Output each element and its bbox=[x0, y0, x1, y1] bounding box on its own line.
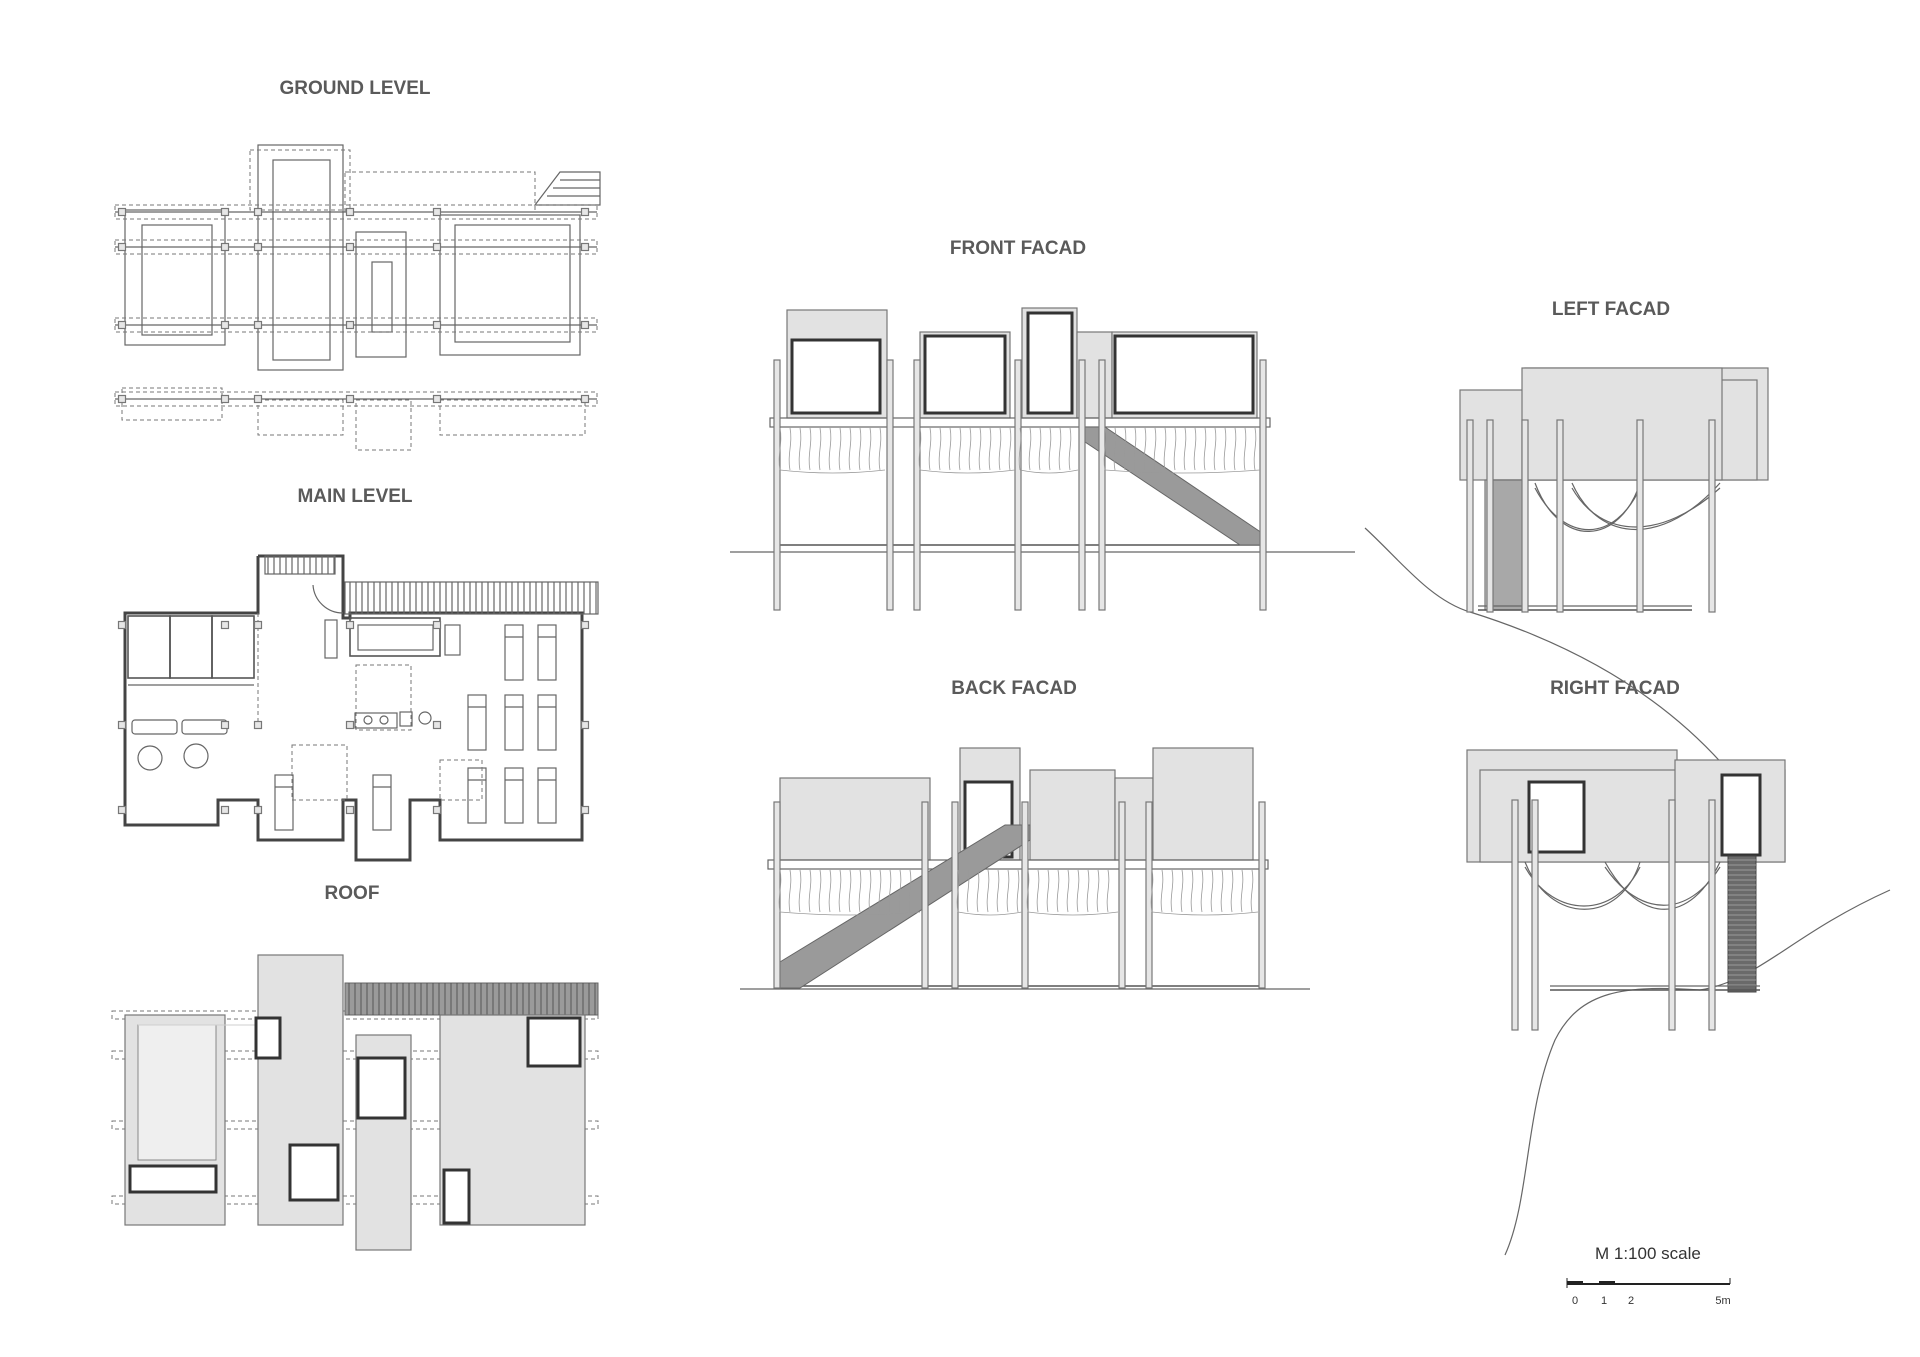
left-facade-elevation bbox=[1364, 367, 1781, 846]
post-marker bbox=[117, 320, 127, 330]
post-marker bbox=[432, 320, 442, 330]
column bbox=[1556, 419, 1564, 613]
post-marker bbox=[117, 207, 127, 217]
column bbox=[1466, 419, 1474, 613]
bed bbox=[537, 767, 557, 824]
post-marker bbox=[345, 207, 355, 217]
post-marker bbox=[580, 620, 590, 630]
post-marker bbox=[117, 720, 127, 730]
post-marker bbox=[432, 720, 442, 730]
post-marker bbox=[117, 805, 127, 815]
back-facade-elevation bbox=[740, 747, 1310, 990]
post-marker bbox=[220, 620, 230, 630]
post-marker bbox=[345, 242, 355, 252]
right-facade-elevation bbox=[1466, 749, 1891, 1256]
column bbox=[921, 801, 929, 989]
scale-tick-5m: 5m bbox=[1715, 1295, 1730, 1307]
post-marker bbox=[580, 394, 590, 404]
column bbox=[1078, 359, 1086, 611]
post-marker bbox=[345, 394, 355, 404]
ground-level-title: GROUND LEVEL bbox=[280, 78, 431, 99]
post-marker bbox=[220, 805, 230, 815]
bed bbox=[467, 767, 487, 824]
column bbox=[1531, 799, 1539, 1031]
column bbox=[1511, 799, 1519, 1031]
post-marker bbox=[253, 620, 263, 630]
scale-bar-title: M 1:100 scale bbox=[1595, 1244, 1701, 1263]
post-marker bbox=[432, 207, 442, 217]
post-marker bbox=[580, 320, 590, 330]
bed bbox=[504, 694, 524, 751]
post-marker bbox=[220, 242, 230, 252]
column bbox=[773, 801, 781, 989]
post-marker bbox=[345, 720, 355, 730]
post-marker bbox=[117, 242, 127, 252]
ground-level-plan bbox=[114, 144, 601, 451]
post-marker bbox=[253, 207, 263, 217]
post-marker bbox=[432, 242, 442, 252]
post-marker bbox=[253, 320, 263, 330]
left-facade-title: LEFT FACAD bbox=[1552, 299, 1670, 320]
main-level-title: MAIN LEVEL bbox=[297, 486, 412, 507]
column bbox=[913, 359, 921, 611]
column bbox=[1708, 419, 1716, 613]
bed bbox=[372, 774, 392, 831]
post-marker bbox=[432, 394, 442, 404]
post-marker bbox=[580, 720, 590, 730]
post-marker bbox=[345, 620, 355, 630]
column bbox=[1098, 359, 1106, 611]
bed bbox=[537, 694, 557, 751]
post-marker bbox=[253, 394, 263, 404]
column bbox=[1258, 801, 1266, 989]
bed bbox=[504, 624, 524, 681]
post-marker bbox=[117, 394, 127, 404]
roof-title: ROOF bbox=[325, 883, 380, 904]
post-marker bbox=[253, 720, 263, 730]
column bbox=[1668, 799, 1676, 1031]
column bbox=[1021, 801, 1029, 989]
column bbox=[1014, 359, 1022, 611]
bed bbox=[537, 624, 557, 681]
post-marker bbox=[580, 242, 590, 252]
post-marker bbox=[220, 720, 230, 730]
post-marker bbox=[432, 805, 442, 815]
bed bbox=[504, 767, 524, 824]
post-marker bbox=[580, 207, 590, 217]
bed bbox=[274, 774, 294, 831]
column bbox=[1259, 359, 1267, 611]
scale-bar: M 1:100 scale 0 1 2 5m bbox=[1566, 1244, 1731, 1307]
post-marker bbox=[345, 320, 355, 330]
post-marker bbox=[345, 805, 355, 815]
roof-plan bbox=[111, 954, 599, 1251]
post-marker bbox=[432, 620, 442, 630]
column bbox=[1708, 799, 1716, 1031]
scale-tick-2: 2 bbox=[1628, 1295, 1634, 1307]
scale-tick-1: 1 bbox=[1601, 1295, 1607, 1307]
post-marker bbox=[220, 207, 230, 217]
post-marker bbox=[253, 805, 263, 815]
back-facade-title: BACK FACAD bbox=[951, 678, 1077, 699]
column bbox=[1145, 801, 1153, 989]
main-level-plan bbox=[117, 554, 599, 862]
scale-tick-0: 0 bbox=[1572, 1295, 1578, 1307]
column bbox=[1636, 419, 1644, 613]
post-marker bbox=[117, 620, 127, 630]
column bbox=[886, 359, 894, 611]
post-marker bbox=[220, 394, 230, 404]
column bbox=[1118, 801, 1126, 989]
post-marker bbox=[220, 320, 230, 330]
post-marker bbox=[253, 242, 263, 252]
column bbox=[951, 801, 959, 989]
column bbox=[1521, 419, 1529, 613]
right-facade-title: RIGHT FACAD bbox=[1550, 678, 1680, 699]
front-facade-title: FRONT FACAD bbox=[950, 238, 1086, 259]
column bbox=[1486, 419, 1494, 613]
bed bbox=[467, 694, 487, 751]
post-marker bbox=[580, 805, 590, 815]
column bbox=[773, 359, 781, 611]
front-facade-elevation bbox=[730, 307, 1355, 611]
